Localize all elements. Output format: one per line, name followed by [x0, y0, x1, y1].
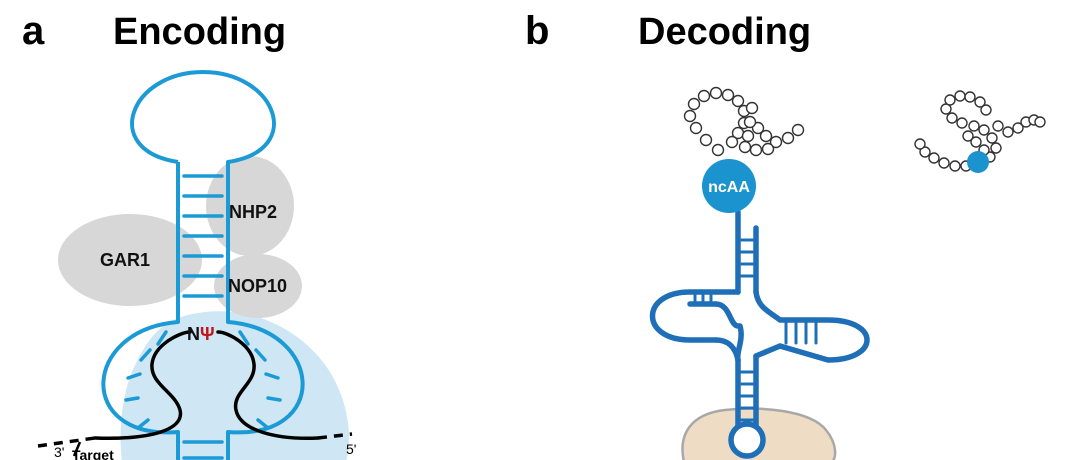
target-rna — [93, 330, 320, 440]
amino-acid-bead — [980, 104, 992, 116]
panel-a: a Encoding — [22, 9, 356, 460]
three-prime-label: 3' — [54, 444, 64, 460]
amino-acid-bead — [721, 88, 735, 102]
amino-acid-bead — [697, 89, 711, 103]
amino-acid-bead — [699, 133, 713, 147]
gar1-label: GAR1 — [100, 250, 150, 270]
amino-acid-bead — [914, 138, 926, 150]
amino-acid-bead — [974, 96, 986, 108]
target-rna-dashed-left — [37, 436, 96, 448]
amino-acid-bead — [938, 157, 950, 169]
guide-rna-hairpin — [101, 70, 305, 460]
peptide-chain-right — [914, 90, 1046, 172]
nop10-label: NOP10 — [228, 276, 287, 296]
trna — [649, 209, 870, 459]
amino-acid-bead — [731, 94, 745, 108]
amino-acid-bead — [1012, 122, 1024, 134]
amino-acid-bead — [962, 130, 974, 142]
amino-acid-bead — [954, 90, 966, 102]
amino-acid-bead — [944, 94, 956, 106]
amino-acid-bead — [919, 146, 931, 158]
pocket-pairs — [124, 330, 282, 430]
lower-stem-pairs — [182, 440, 224, 460]
amino-acid-bead — [743, 115, 757, 129]
amino-acid-bead — [711, 143, 725, 157]
panel-b: b Decoding — [525, 9, 1046, 460]
amino-acid-bead — [781, 131, 795, 145]
amino-acid-bead — [956, 117, 968, 129]
amino-acid-bead — [791, 123, 805, 137]
ncaa-residue — [702, 159, 756, 213]
gar1-protein — [58, 214, 202, 306]
amino-acid-bead — [769, 135, 783, 149]
amino-acid-bead — [749, 143, 763, 157]
amino-acid-bead — [687, 97, 701, 111]
target-label: Target — [72, 447, 114, 460]
panel-b-title: Decoding — [638, 11, 811, 53]
panel-a-title: Encoding — [113, 11, 286, 53]
pseudouridine-symbol: Ψ — [200, 324, 215, 344]
amino-acid-bead — [986, 132, 998, 144]
pseudouridine-prefix: N — [187, 324, 200, 344]
amino-acid-bead — [946, 112, 958, 124]
amino-acid-bead — [745, 101, 759, 115]
peptide-chain-left — [683, 86, 805, 157]
amino-acid-bead — [990, 142, 1002, 154]
amino-acid-bead — [725, 135, 739, 149]
amino-acid-bead — [970, 136, 982, 148]
trna-pairs — [693, 238, 818, 422]
amino-acid-bead — [978, 124, 990, 136]
amino-acid-bead — [1034, 116, 1046, 128]
upper-stem-pairs — [182, 174, 224, 298]
amino-acid-bead — [759, 129, 773, 143]
ncaa-label: ncAA — [708, 179, 750, 196]
incorporated-ncaa — [967, 151, 989, 173]
nop10-protein — [214, 254, 302, 318]
amino-acid-bead — [949, 160, 961, 172]
amino-acid-bead — [741, 129, 755, 143]
nhp2-label: NHP2 — [229, 202, 277, 222]
amino-acid-bead — [964, 91, 976, 103]
amino-acid-bead — [928, 152, 940, 164]
panel-b-letter: b — [525, 9, 549, 53]
amino-acid-bead — [683, 109, 697, 123]
amino-acid-bead — [968, 120, 980, 132]
amino-acid-bead — [1002, 126, 1014, 138]
amino-acid-bead — [709, 86, 723, 100]
amino-acid-bead — [761, 142, 775, 156]
amino-acid-bead — [738, 140, 752, 154]
target-rna-dashed-right — [317, 432, 353, 440]
pseudouridine-label: NΨ — [187, 324, 215, 344]
target-pointer — [72, 441, 82, 457]
amino-acid-bead — [689, 121, 703, 135]
amino-acid-bead — [992, 120, 1004, 132]
panel-a-letter: a — [22, 9, 45, 53]
five-prime-label: 5' — [346, 441, 356, 457]
